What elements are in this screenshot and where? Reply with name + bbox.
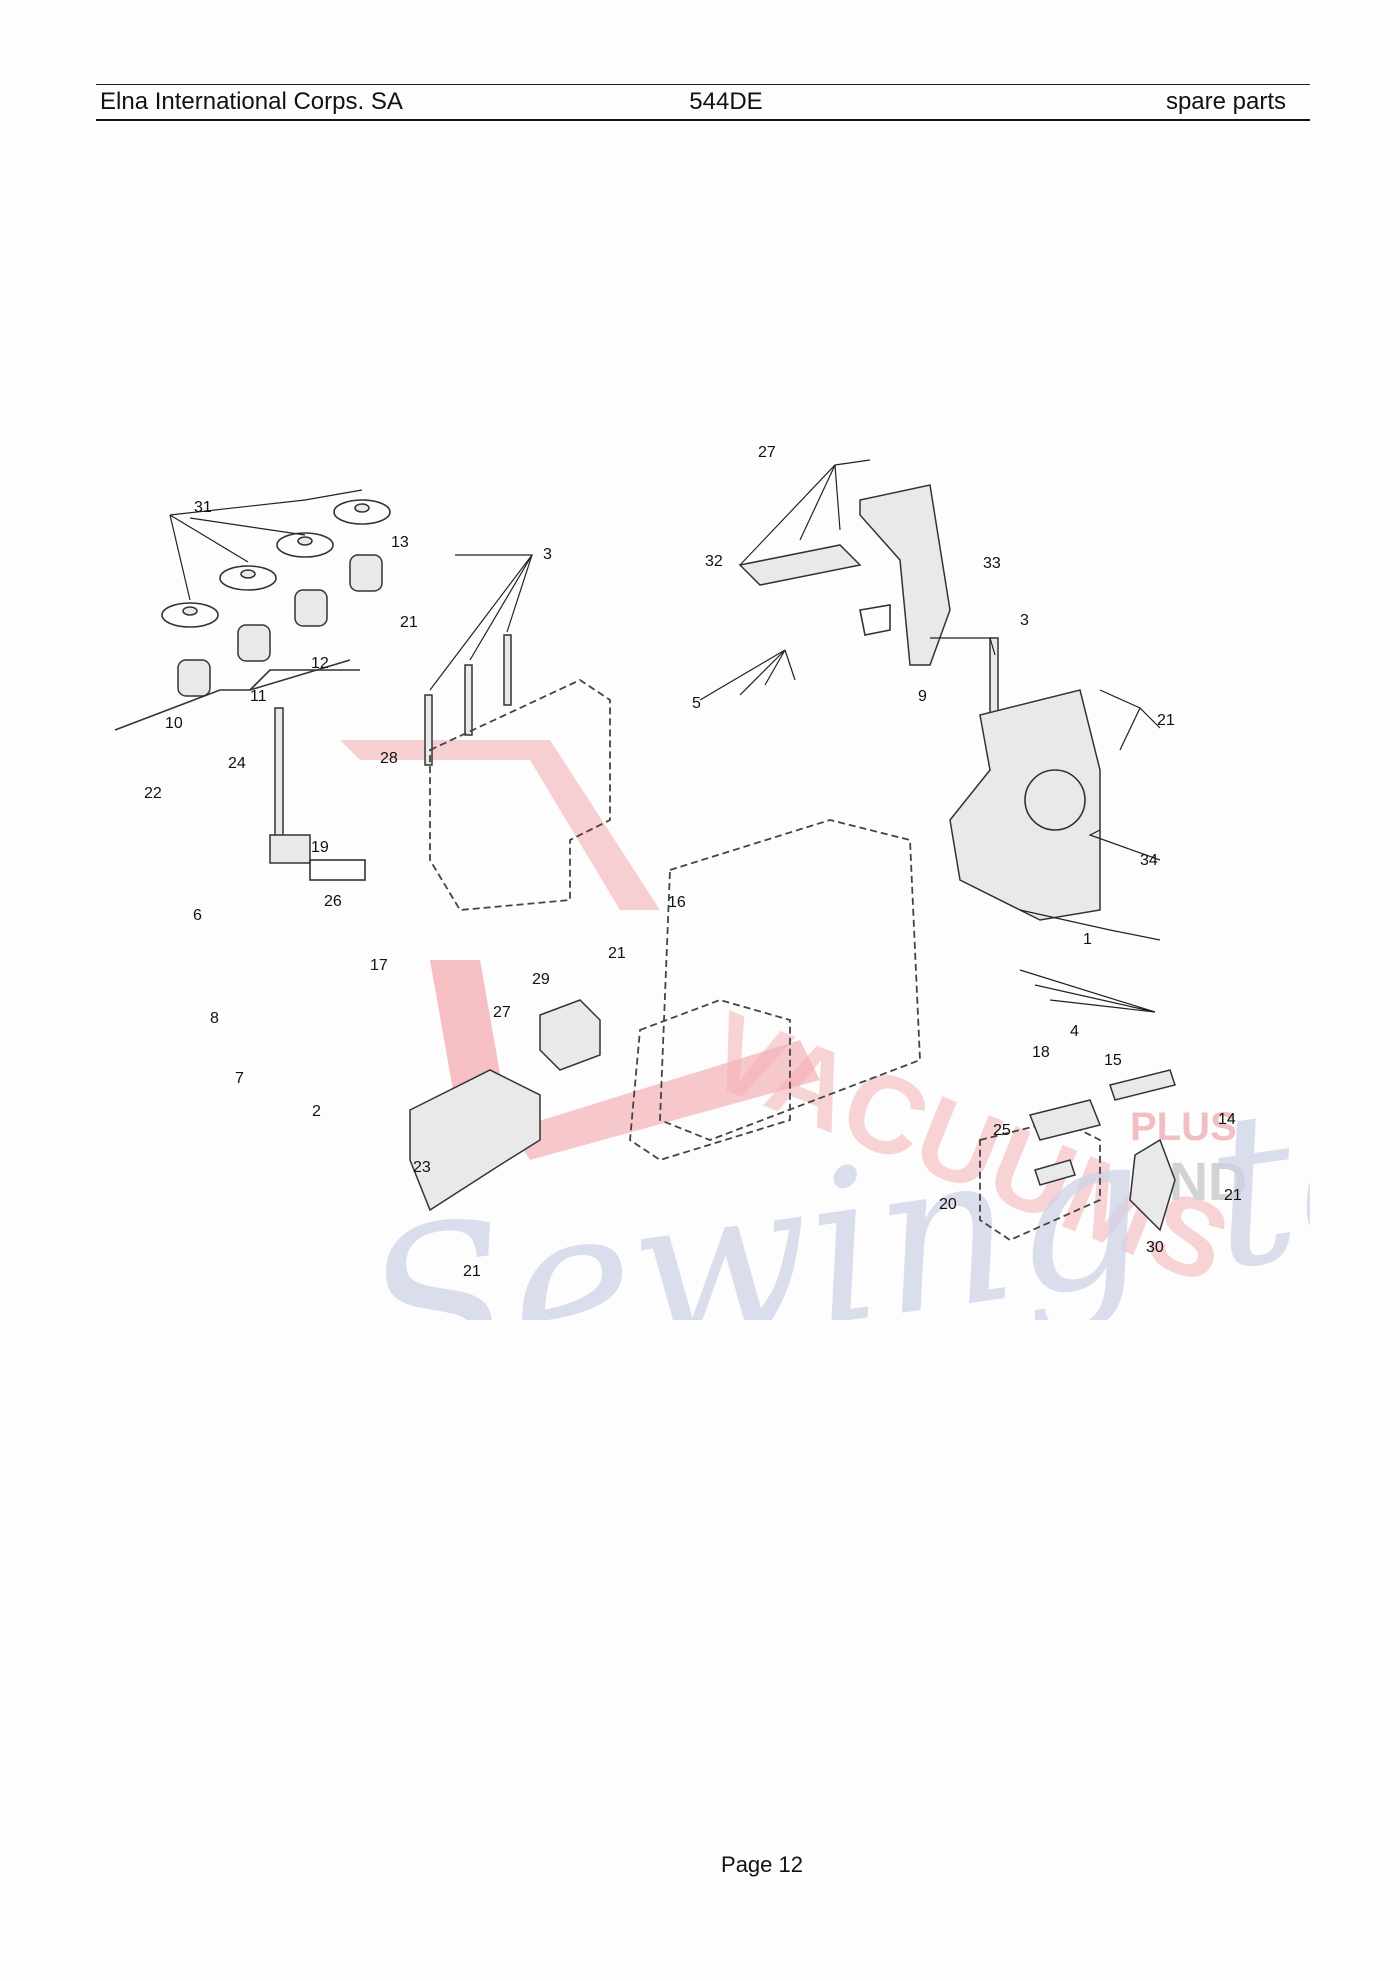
callout-17: 17 (370, 957, 388, 974)
callout-4: 4 (1070, 1023, 1079, 1040)
callout-12: 12 (311, 655, 329, 672)
callout-7: 7 (235, 1070, 244, 1087)
watermark-v-left (340, 740, 660, 910)
callout-1: 1 (1083, 931, 1092, 948)
callout-21b: 21 (1157, 712, 1175, 729)
callout-32: 32 (705, 553, 723, 570)
callout-21a: 21 (400, 614, 418, 631)
callout-27b: 27 (493, 1004, 511, 1021)
spring-cones (177, 554, 383, 697)
callout-24: 24 (228, 755, 246, 772)
callout-27a: 27 (758, 444, 776, 461)
callout-30: 30 (1146, 1239, 1164, 1256)
callout-13: 13 (391, 534, 409, 551)
section-title: spare parts (1165, 88, 1286, 115)
frame-main-dashed (659, 819, 921, 1141)
callout-11: 11 (250, 688, 267, 705)
callout-10: 10 (165, 715, 183, 732)
callout-34: 34 (1140, 852, 1158, 869)
header-rule-top (96, 84, 1310, 85)
company-name: Elna International Corps. SA (100, 88, 403, 115)
plate-14 (1109, 1069, 1176, 1101)
antenna-24 (249, 669, 360, 691)
callout-3b: 3 (1020, 612, 1029, 629)
callout-20: 20 (939, 1196, 957, 1213)
watermark-brand-plus: PLUS (1130, 1105, 1237, 1149)
model-number: 544DE (689, 88, 763, 115)
callout-19: 19 (311, 839, 329, 856)
bracket-17 (309, 859, 366, 881)
bracket-30 (1129, 1138, 1176, 1232)
callout-21d: 21 (1224, 1187, 1242, 1204)
callout-29: 29 (532, 971, 550, 988)
callout-6: 6 (193, 907, 202, 924)
bracket-9 (859, 604, 891, 636)
callout-8: 8 (210, 1010, 219, 1027)
callout-25: 25 (993, 1122, 1011, 1139)
watermark-v-base (510, 1040, 820, 1160)
callout-15: 15 (1104, 1052, 1122, 1069)
cap-29 (539, 999, 601, 1071)
callout-28: 28 (380, 750, 398, 767)
callout-23: 23 (413, 1159, 431, 1176)
callout-16: 16 (668, 894, 686, 911)
callout-labels: 1 2 3 3 4 5 6 7 8 9 10 11 12 13 14 15 16… (144, 444, 1242, 1280)
header-rule-bottom (96, 119, 1310, 121)
callout-3a: 3 (543, 546, 552, 563)
exploded-parts-diagram: VACUUMS AND PLUS Sewing too (114, 444, 1310, 1320)
plate-15 (1028, 1099, 1102, 1141)
page-number: Page 12 (721, 1852, 803, 1877)
callout-18: 18 (1032, 1044, 1050, 1061)
frame-lower-dashed (629, 999, 791, 1161)
callout-21e: 21 (463, 1263, 481, 1280)
callout-14: 14 (1218, 1111, 1236, 1128)
callout-31: 31 (194, 499, 212, 516)
cover-33 (859, 484, 951, 666)
callout-33: 33 (983, 555, 1001, 572)
front-cover-23 (409, 1069, 541, 1212)
leader-lines (169, 459, 1161, 1013)
thread-nets-31 (161, 499, 391, 628)
callout-5: 5 (692, 695, 701, 712)
callout-9: 9 (918, 688, 927, 705)
guide-holder-26 (269, 834, 311, 864)
spring-25 (1034, 1159, 1076, 1186)
callout-2: 2 (312, 1103, 321, 1120)
thread-guide-22 (114, 659, 351, 731)
callout-26: 26 (324, 893, 342, 910)
callout-22: 22 (144, 785, 162, 802)
top-cover-32 (738, 544, 862, 586)
callout-21c: 21 (608, 945, 626, 962)
watermark: VACUUMS AND PLUS Sewing too (340, 740, 1310, 1320)
telescopic-pin-19 (274, 707, 284, 844)
frame-left-dashed (429, 678, 611, 911)
